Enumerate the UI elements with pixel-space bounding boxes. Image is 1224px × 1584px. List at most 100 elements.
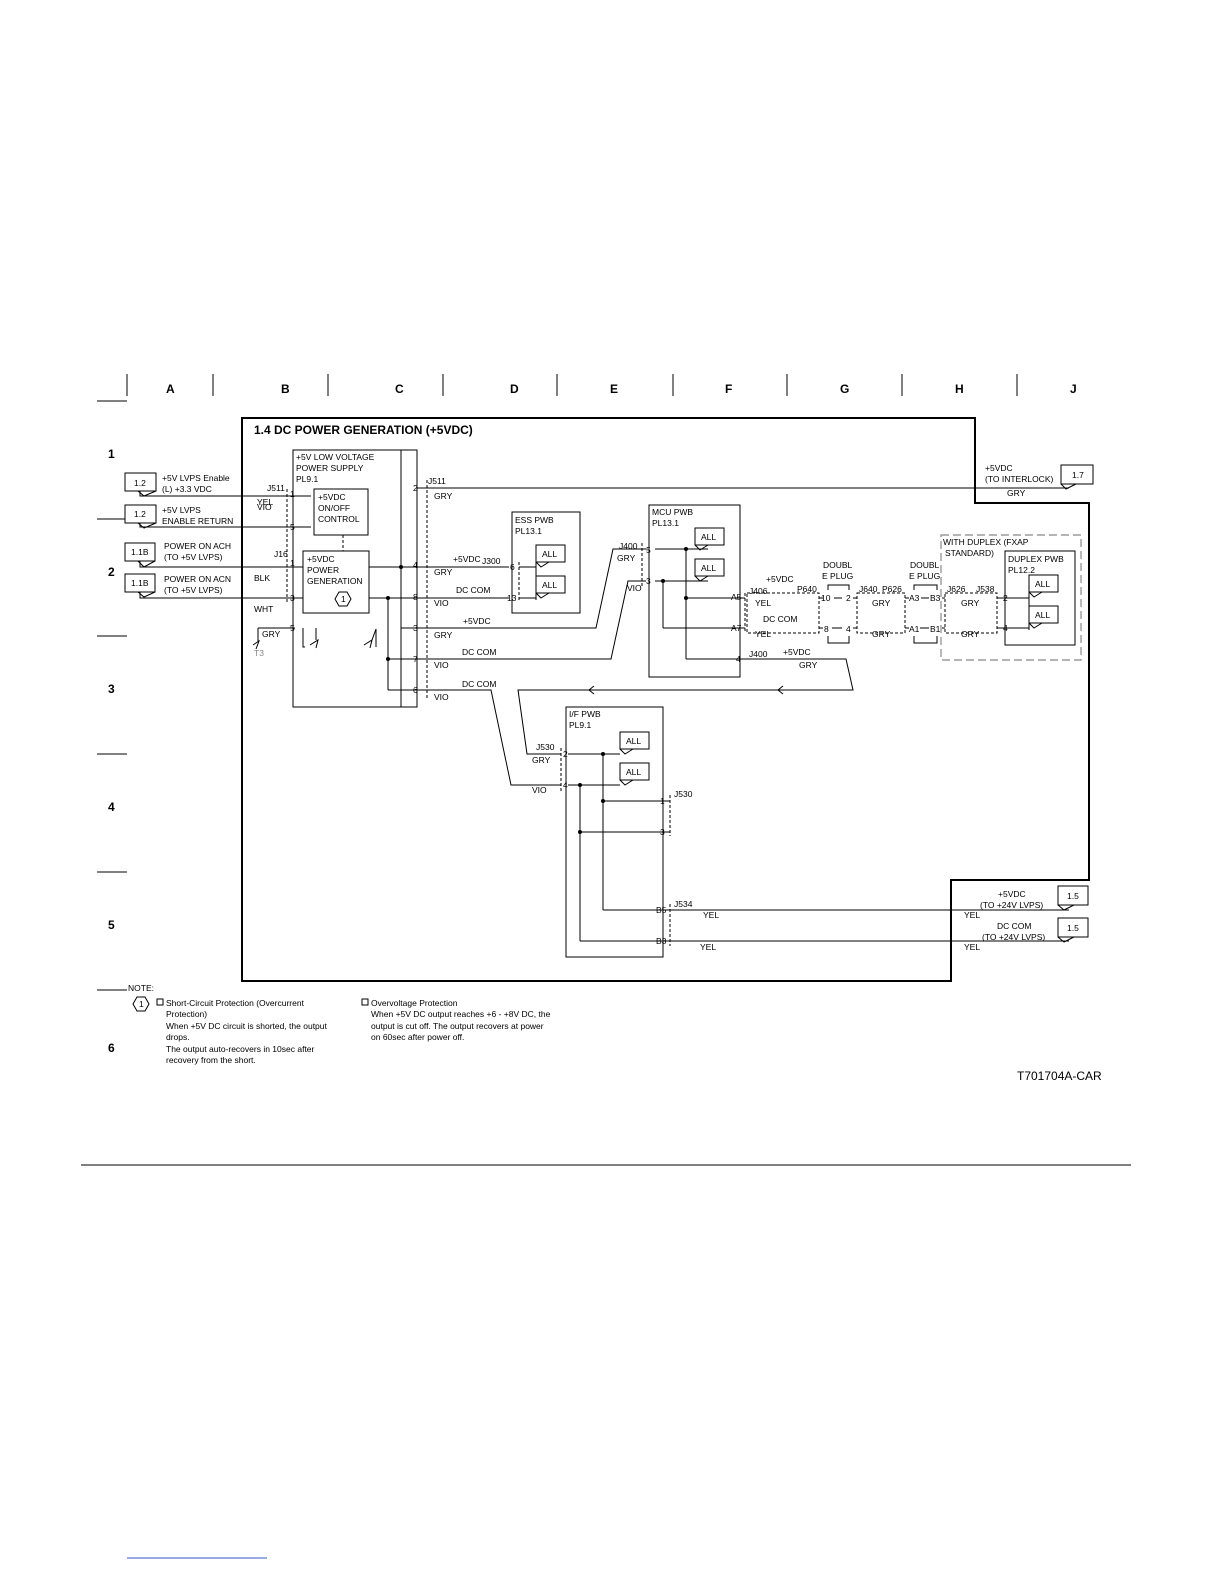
svg-text:DC COM: DC COM <box>462 679 496 689</box>
ref-box: 1.5 <box>1057 885 1089 911</box>
svg-text:BLK: BLK <box>254 573 270 583</box>
svg-text:+5VDC: +5VDC <box>985 463 1013 473</box>
row-label: 1 <box>108 447 115 461</box>
column-label: F <box>725 382 732 396</box>
svg-text:10: 10 <box>821 593 831 603</box>
svg-text:YEL: YEL <box>755 598 771 608</box>
row-label: 6 <box>108 1041 115 1055</box>
svg-text:GRY: GRY <box>617 553 636 563</box>
svg-text:6: 6 <box>510 562 515 572</box>
svg-text:(L) +3.3 VDC: (L) +3.3 VDC <box>162 484 212 494</box>
svg-text:YEL: YEL <box>700 942 716 952</box>
svg-text:POWER SUPPLY: POWER SUPPLY <box>296 463 364 473</box>
svg-text:PL13.1: PL13.1 <box>652 518 679 528</box>
svg-text:J16: J16 <box>274 549 288 559</box>
ess-pwb: ESS PWB PL13.1 6 13 ALL ALL <box>507 511 581 614</box>
svg-text:P640: P640 <box>797 584 817 594</box>
diagram-frame <box>241 417 1090 982</box>
svg-text:B3: B3 <box>930 593 941 603</box>
svg-text:8: 8 <box>413 592 418 602</box>
svg-text:4: 4 <box>736 654 741 664</box>
svg-text:CONTROL: CONTROL <box>318 514 360 524</box>
svg-text:B3: B3 <box>656 936 667 946</box>
svg-text:+5VDC: +5VDC <box>307 554 335 564</box>
lvps-block: +5V LOW VOLTAGE POWER SUPPLY PL9.1 +5VDC… <box>252 449 418 708</box>
svg-text:WITH DUPLEX (FXAP: WITH DUPLEX (FXAP <box>943 537 1029 547</box>
svg-text:ON/OFF: ON/OFF <box>318 503 350 513</box>
svg-text:PL9.1: PL9.1 <box>296 474 318 484</box>
svg-text:A7: A7 <box>731 623 742 633</box>
row-label: 5 <box>108 918 115 932</box>
svg-text:1: 1 <box>290 489 295 499</box>
svg-text:ALL: ALL <box>1035 610 1050 620</box>
svg-text:(TO +24V LVPS): (TO +24V LVPS) <box>982 932 1045 942</box>
svg-text:8: 8 <box>824 624 829 634</box>
svg-text:POWER ON ACH: POWER ON ACH <box>164 541 231 551</box>
svg-text:GRY: GRY <box>262 629 281 639</box>
ref-box: 1.7 <box>1060 464 1094 490</box>
svg-text:1.2: 1.2 <box>134 509 146 519</box>
svg-text:J511: J511 <box>428 476 446 486</box>
svg-text:ALL: ALL <box>626 736 641 746</box>
svg-text:J538: J538 <box>976 584 995 594</box>
svg-text:NOTE:: NOTE: <box>128 983 154 993</box>
svg-text:+5VDC: +5VDC <box>463 616 491 626</box>
row-label: 3 <box>108 682 115 696</box>
svg-text:E PLUG: E PLUG <box>822 571 853 581</box>
lvps-output-pins: 2 4 8 3 7 6 J511 GRY <box>369 450 975 707</box>
svg-text:drops.: drops. <box>166 1032 190 1042</box>
if-pwb: I/F PWB PL9.1 J530 GRY VIO 2 4 ALL ALL 1… <box>532 706 1069 958</box>
svg-text:GENERATION: GENERATION <box>307 576 363 586</box>
dc-wires: GRY VIO +5VDC J300 DC COM GRY +5VDC VIO … <box>427 548 646 786</box>
svg-text:VIO: VIO <box>434 598 449 608</box>
svg-text:DOUBL: DOUBL <box>823 560 853 570</box>
svg-text:J400: J400 <box>619 541 638 551</box>
svg-text:ALL: ALL <box>542 580 557 590</box>
svg-text:T3: T3 <box>254 648 264 658</box>
double-plug-1: DOUBL E PLUG 10 2 8 4 <box>746 560 857 644</box>
svg-text:WHT: WHT <box>254 604 273 614</box>
svg-text:1: 1 <box>341 594 346 604</box>
svg-text:GRY: GRY <box>961 598 980 608</box>
svg-text:B1: B1 <box>930 624 941 634</box>
mcu-pwb: MCU PWB PL13.1 J400 GRY VIO 5 3 ALL ALL … <box>617 504 818 678</box>
svg-text:+5VDC: +5VDC <box>318 492 346 502</box>
svg-text:J511: J511 <box>267 483 285 493</box>
svg-text:ALL: ALL <box>701 532 716 542</box>
svg-text:J400: J400 <box>749 649 768 659</box>
svg-text:output is cut off. The output: output is cut off. The output recovers a… <box>371 1021 544 1031</box>
column-label: E <box>610 382 618 396</box>
note-marker-icon <box>156 998 164 1006</box>
svg-text:GRY: GRY <box>872 629 891 639</box>
svg-text:J530: J530 <box>674 789 693 799</box>
svg-text:VIO: VIO <box>532 785 547 795</box>
row-grid: 1 2 3 4 5 6 <box>97 400 127 1055</box>
svg-text:PL9.1: PL9.1 <box>569 720 591 730</box>
svg-text:P626: P626 <box>882 584 902 594</box>
svg-text:A5: A5 <box>731 592 742 602</box>
svg-text:J530: J530 <box>536 742 555 752</box>
svg-text:3: 3 <box>646 576 651 586</box>
svg-text:YEL: YEL <box>703 910 719 920</box>
row-label: 4 <box>108 800 115 814</box>
svg-text:I/F PWB: I/F PWB <box>569 709 601 719</box>
svg-text:VIO: VIO <box>434 660 449 670</box>
power-generation-box <box>302 550 370 614</box>
svg-text:GRY: GRY <box>799 660 818 670</box>
svg-text:YEL: YEL <box>964 942 980 952</box>
svg-text:1: 1 <box>660 796 665 806</box>
svg-text:ALL: ALL <box>701 563 716 573</box>
svg-text:on 60sec after power off.: on 60sec after power off. <box>371 1032 464 1042</box>
svg-text:1.1B: 1.1B <box>131 578 149 588</box>
ref-box: 1.2 <box>124 504 157 529</box>
svg-text:2: 2 <box>563 749 568 759</box>
svg-text:5: 5 <box>646 545 651 555</box>
diagram-title: 1.4 DC POWER GENERATION (+5VDC) <box>254 423 473 437</box>
svg-text:When +5V DC circuit is shorted: When +5V DC circuit is shorted, the outp… <box>166 1021 328 1031</box>
svg-text:5: 5 <box>290 522 295 532</box>
svg-text:ESS PWB: ESS PWB <box>515 515 554 525</box>
column-label: B <box>281 382 290 396</box>
svg-text:YEL: YEL <box>257 497 273 507</box>
svg-text:1.1B: 1.1B <box>131 547 149 557</box>
